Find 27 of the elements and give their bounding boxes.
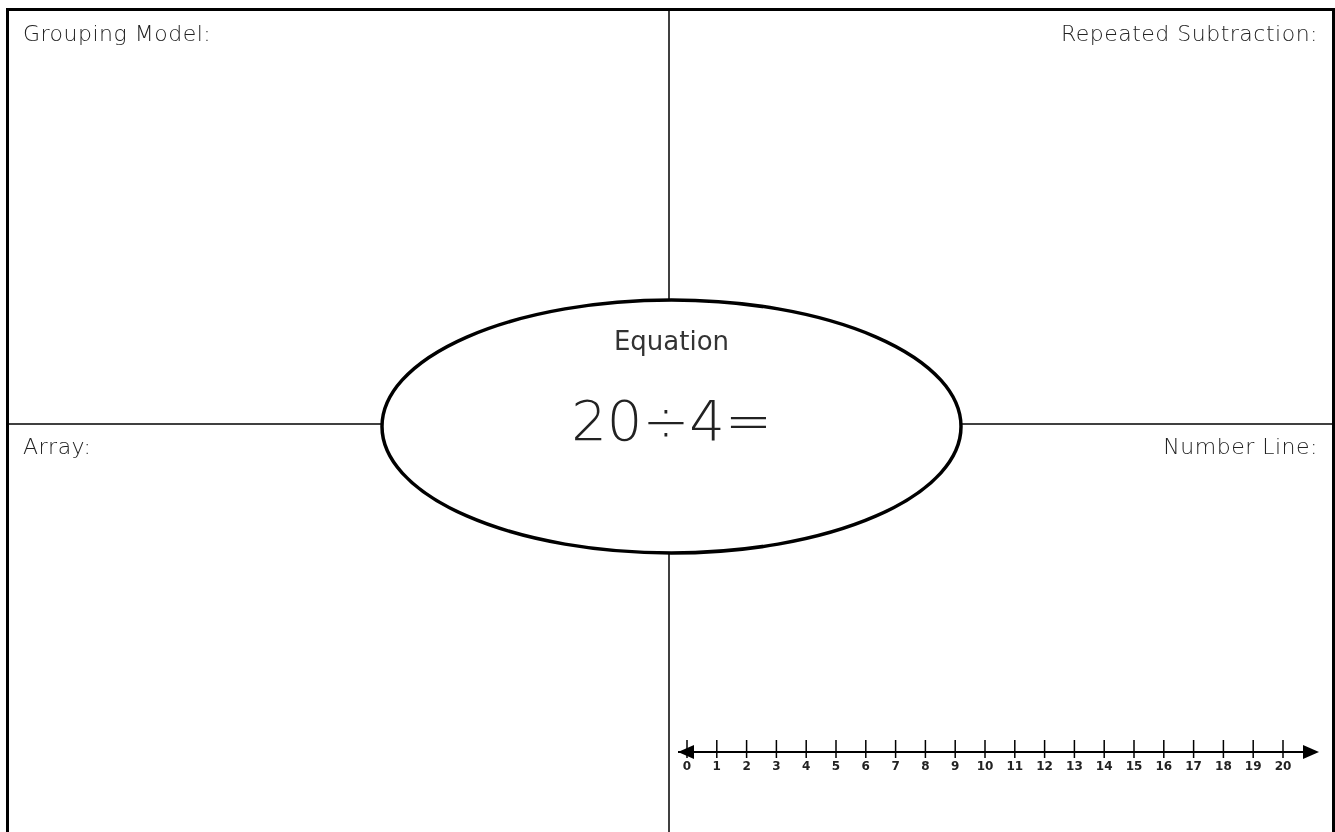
tick-label: 16	[1155, 759, 1173, 773]
tick-label: 0	[682, 759, 692, 773]
tick-label: 10	[976, 759, 994, 773]
tick-label: 6	[861, 759, 870, 773]
tick-label: 1	[712, 759, 721, 773]
tick-label: 9	[951, 759, 960, 773]
tick-label: 11	[1006, 759, 1024, 773]
section-heading: Grouping Model:	[23, 21, 212, 46]
tick-label: 13	[1066, 759, 1083, 773]
tick-label: 18	[1215, 759, 1232, 773]
tick-label: 14	[1095, 759, 1113, 773]
tick-label: 12	[1036, 759, 1053, 773]
tick-label: 2	[742, 759, 751, 773]
tick-label: 5	[831, 759, 841, 773]
tick-label: 3	[772, 759, 781, 773]
tick-label: 19	[1244, 759, 1262, 773]
tick-label: 20	[1274, 759, 1292, 773]
tick-label: 15	[1125, 759, 1143, 773]
tick-label: 7	[891, 759, 900, 773]
section-heading: Array:	[23, 434, 92, 459]
ellipse-heading: Equation	[612, 326, 731, 356]
section-heading: Number Line:	[1163, 434, 1318, 459]
tick-label: 17	[1185, 759, 1202, 773]
tick-label: 4	[802, 759, 811, 773]
equation-text: 20÷4=	[570, 388, 773, 453]
section-heading: Repeated Subtraction:	[1060, 21, 1318, 46]
tick-label: 8	[921, 759, 930, 773]
